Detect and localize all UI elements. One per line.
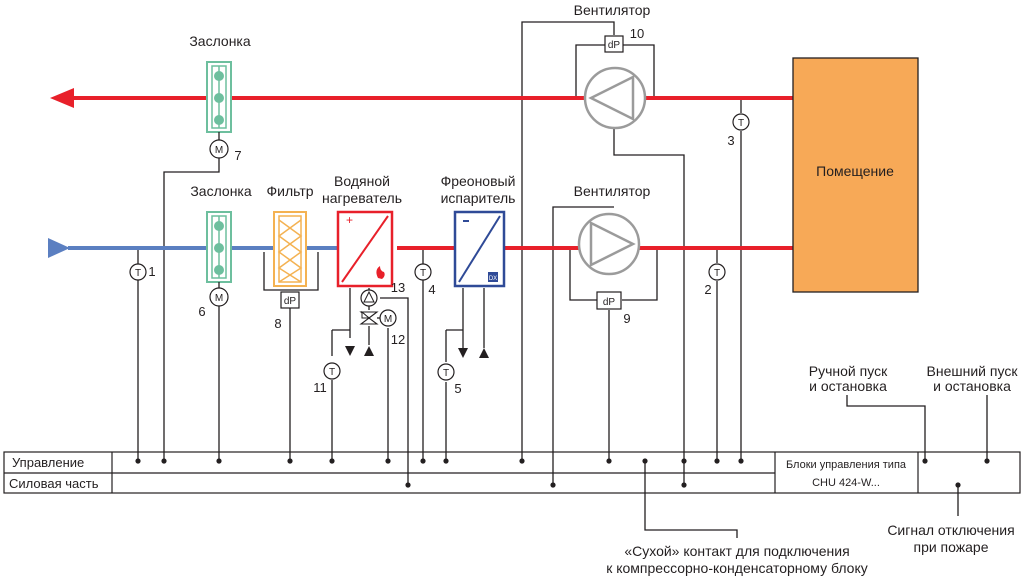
supply-arrow-in <box>48 238 70 258</box>
svg-text:dP: dP <box>284 296 297 307</box>
heater-pipe-arrow-down <box>345 346 355 356</box>
svg-text:T: T <box>420 268 426 279</box>
dp-8: dP <box>280 291 300 309</box>
evap-label-2: испаритель <box>441 190 516 206</box>
filter-label: Фильтр <box>266 183 313 199</box>
dp-10: dP <box>604 35 624 53</box>
manual-label-2: и остановка <box>809 378 887 394</box>
exhaust-arrow <box>50 88 74 108</box>
svg-text:dP: dP <box>608 40 621 51</box>
dp-9: dP <box>596 291 622 310</box>
fan-top <box>583 66 647 130</box>
heater-label-2: нагреватель <box>322 190 402 206</box>
junction-dots <box>135 458 990 488</box>
temp-1: T <box>129 263 147 281</box>
label-3: 3 <box>727 133 734 148</box>
water-heater: + <box>336 210 394 288</box>
pump-13 <box>360 289 378 307</box>
evap-pipe-arrow-down <box>458 348 468 358</box>
label-2: 2 <box>704 282 711 297</box>
svg-text:M: M <box>215 145 223 156</box>
damper-top-label: Заслонка <box>189 33 251 49</box>
fan-bottom <box>577 212 641 276</box>
label-4: 4 <box>428 282 435 297</box>
dry-contact-label-2: к компрессорно-конденсаторному блоку <box>606 560 868 576</box>
motor-7: M <box>209 139 229 159</box>
external-label-1: Внешний пуск <box>927 363 1019 379</box>
temp-2: T <box>708 263 726 281</box>
svg-text:T: T <box>135 268 141 279</box>
temp-11: T <box>323 362 341 380</box>
control-wiring <box>137 21 988 538</box>
evaporator: DX <box>453 210 506 288</box>
damper-bottom-label: Заслонка <box>190 183 252 199</box>
label-10: 10 <box>630 26 644 41</box>
label-5: 5 <box>454 381 461 396</box>
temp-3: T <box>732 113 750 131</box>
svg-text:M: M <box>215 293 223 304</box>
svg-text:T: T <box>329 367 335 378</box>
motor-6: M <box>209 287 229 307</box>
ctrl-block-label-1: Блоки управления типа <box>786 459 907 471</box>
svg-text:M: M <box>384 314 392 325</box>
label-12: 12 <box>391 332 405 347</box>
valve-12 <box>359 310 379 325</box>
control-table <box>3 451 1021 494</box>
motor-12: M <box>379 309 397 327</box>
ctrl-block-label-2: CHU 424-W... <box>812 477 880 489</box>
evap-pipe-arrow-up <box>479 348 489 358</box>
fan-bottom-label: Вентилятор <box>574 183 651 199</box>
room-label: Помещение <box>816 163 894 179</box>
fire-label-2: при пожаре <box>913 539 988 555</box>
filter <box>273 211 307 287</box>
temp-4: T <box>414 263 432 281</box>
evap-label-1: Фреоновый <box>441 173 516 189</box>
temp-5: T <box>437 363 455 381</box>
svg-text:T: T <box>738 118 744 129</box>
fire-label-1: Сигнал отключения <box>887 522 1014 538</box>
damper-bottom <box>206 211 232 288</box>
manual-label-1: Ручной пуск <box>809 363 888 379</box>
label-9: 9 <box>623 311 630 326</box>
dry-contact-label-1: «Сухой» контакт для подключения <box>624 543 849 559</box>
label-11: 11 <box>313 380 327 395</box>
fan-top-label: Вентилятор <box>574 2 651 18</box>
label-1: 1 <box>148 264 155 279</box>
external-label-2: и остановка <box>933 378 1011 394</box>
svg-text:T: T <box>714 268 720 279</box>
label-8: 8 <box>274 316 281 331</box>
row-power-label: Силовая часть <box>9 476 99 491</box>
row-control-label: Управление <box>12 455 84 470</box>
label-13: 13 <box>391 280 405 295</box>
room-box <box>792 57 919 293</box>
svg-text:dP: dP <box>603 297 616 308</box>
heater-pipe-arrow-up <box>364 346 374 356</box>
svg-text:T: T <box>443 368 449 379</box>
damper-top <box>206 61 232 140</box>
label-6: 6 <box>198 304 205 319</box>
svg-text:+: + <box>346 213 353 227</box>
svg-text:DX: DX <box>489 276 497 282</box>
heater-label-1: Водяной <box>334 173 390 189</box>
label-7: 7 <box>234 148 241 163</box>
